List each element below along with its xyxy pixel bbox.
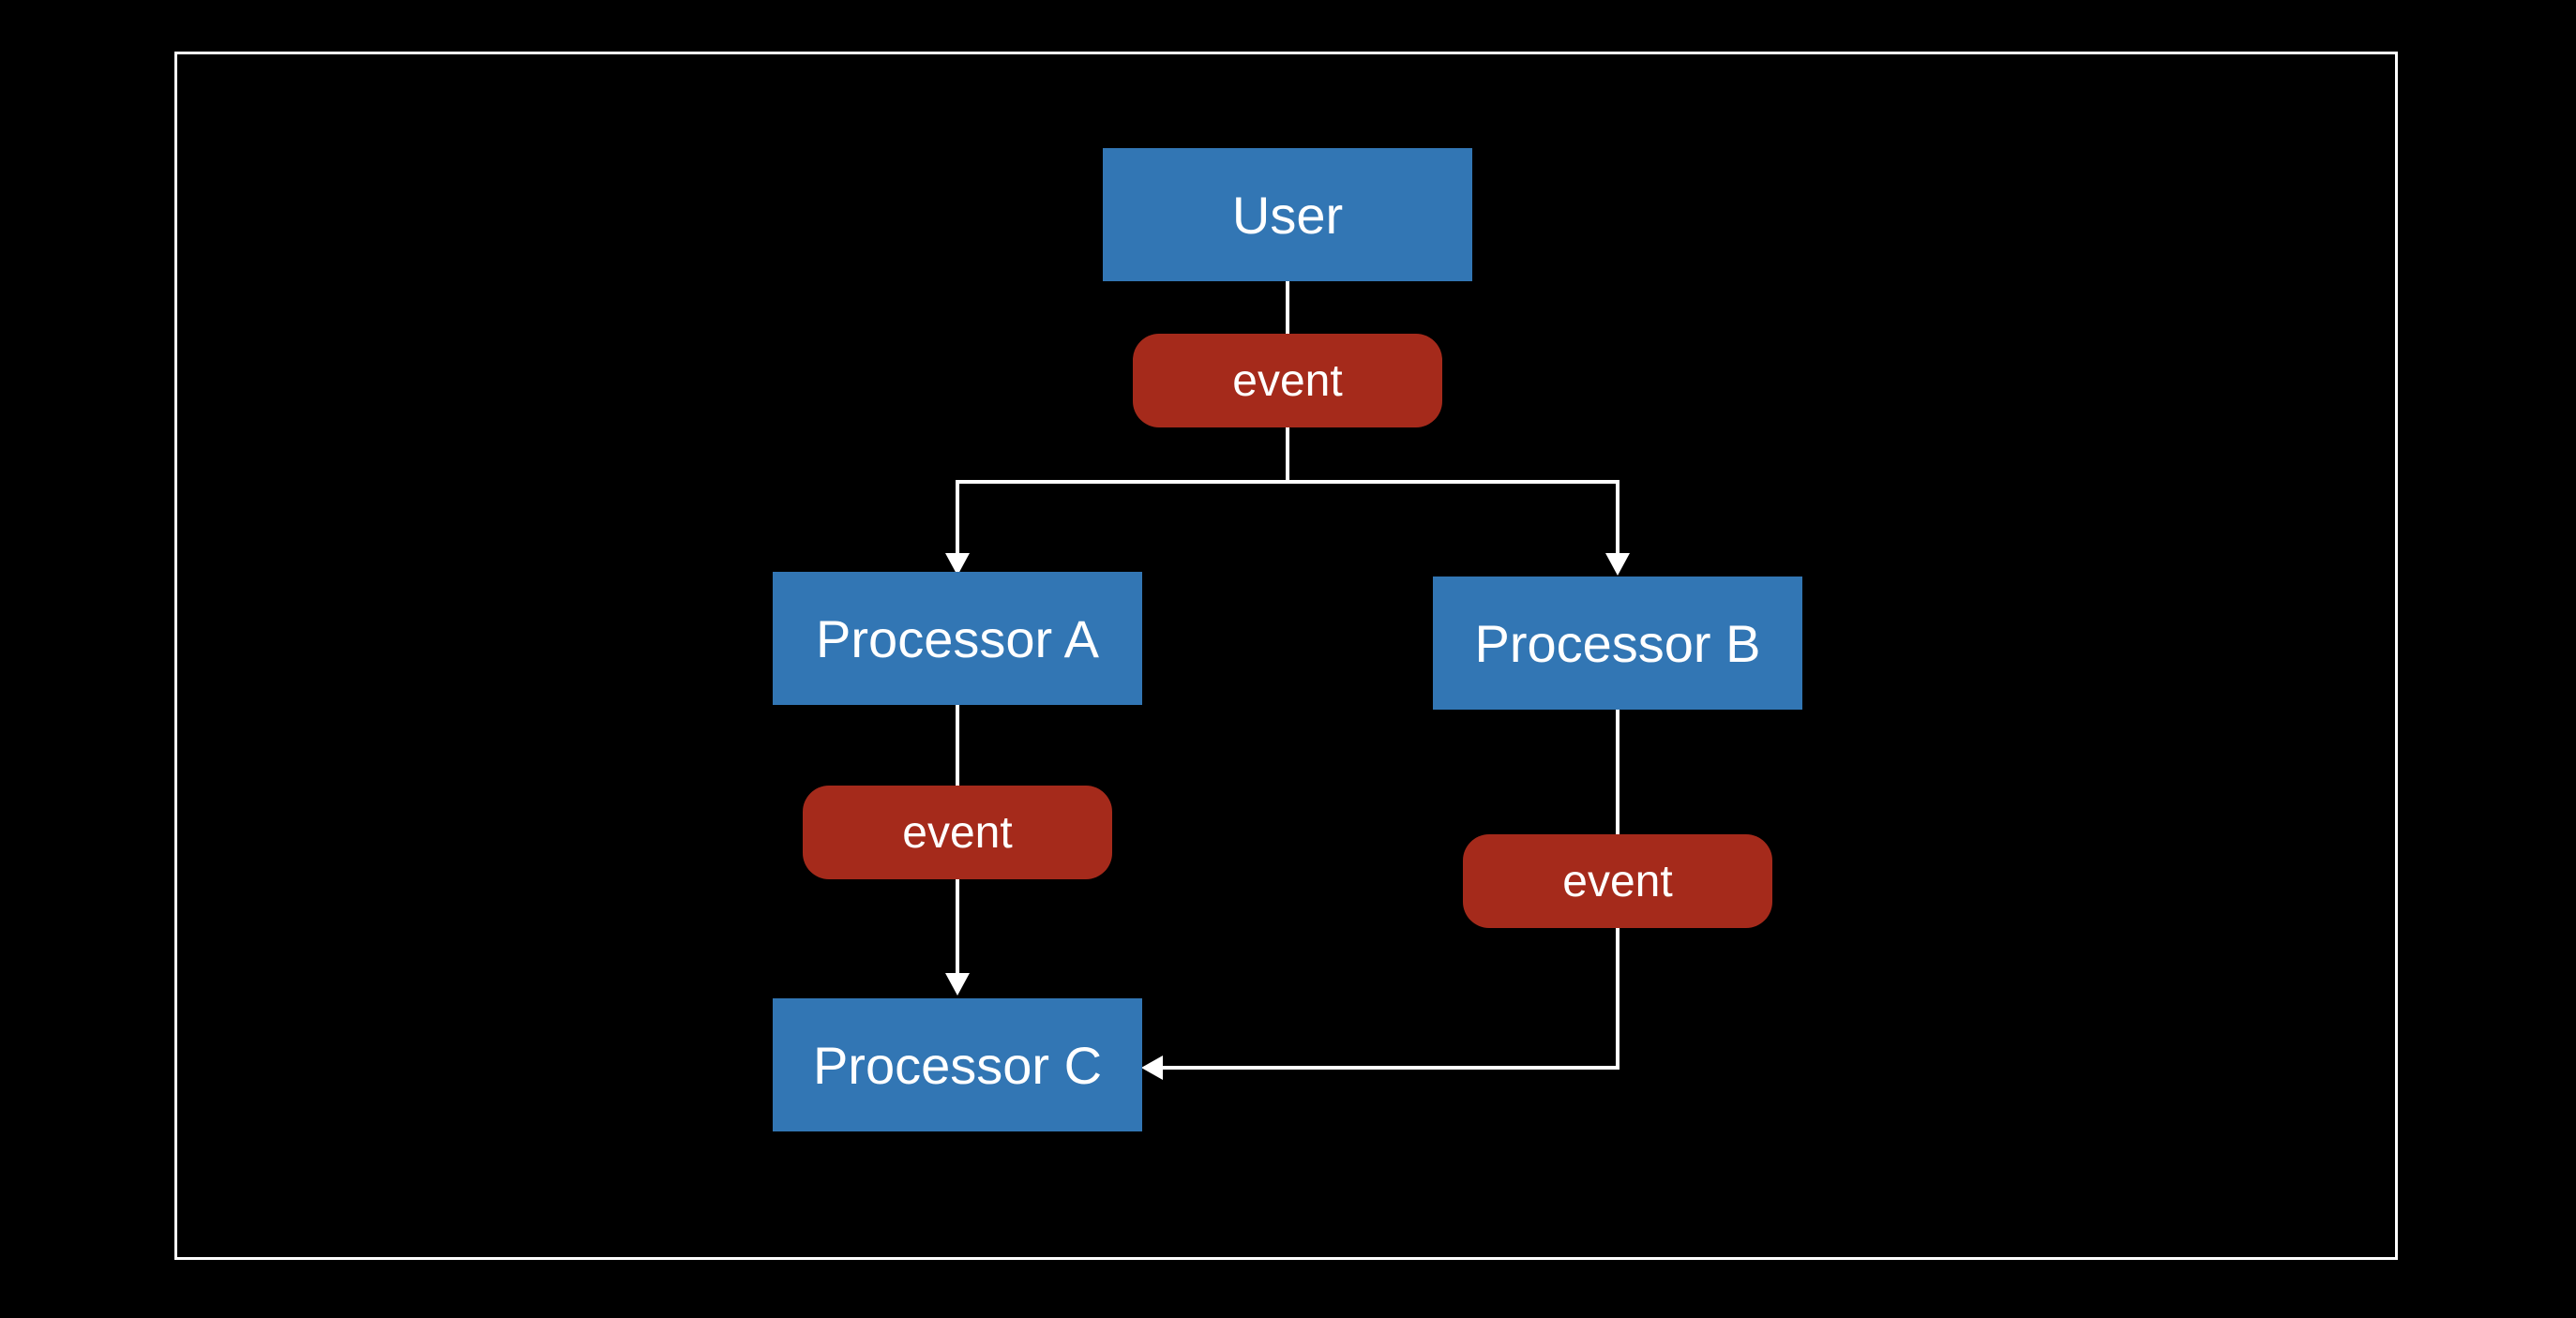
user-label: User [1231, 185, 1344, 245]
user-node: User [1103, 148, 1472, 281]
processor-a-node: Processor A [773, 572, 1142, 705]
arrowhead-to-processor-c-right [1141, 1056, 1163, 1080]
event-b-label: event [1562, 856, 1673, 906]
arrowhead-to-processor-c-top [945, 973, 970, 996]
arrowhead-to-processor-b [1605, 553, 1630, 576]
processor-b-label: Processor B [1474, 613, 1761, 673]
processor-a-label: Processor A [816, 608, 1099, 668]
arrowhead-to-processor-a [945, 553, 970, 576]
event-top-node: event [1133, 334, 1442, 427]
processor-b-node: Processor B [1433, 577, 1802, 710]
event-top-label: event [1232, 355, 1343, 406]
processor-c-node: Processor C [773, 998, 1142, 1131]
processor-c-label: Processor C [812, 1035, 1103, 1095]
diagram-frame [174, 52, 2398, 1260]
event-b-node: event [1463, 834, 1772, 928]
event-a-label: event [902, 807, 1013, 858]
event-a-node: event [803, 786, 1112, 879]
